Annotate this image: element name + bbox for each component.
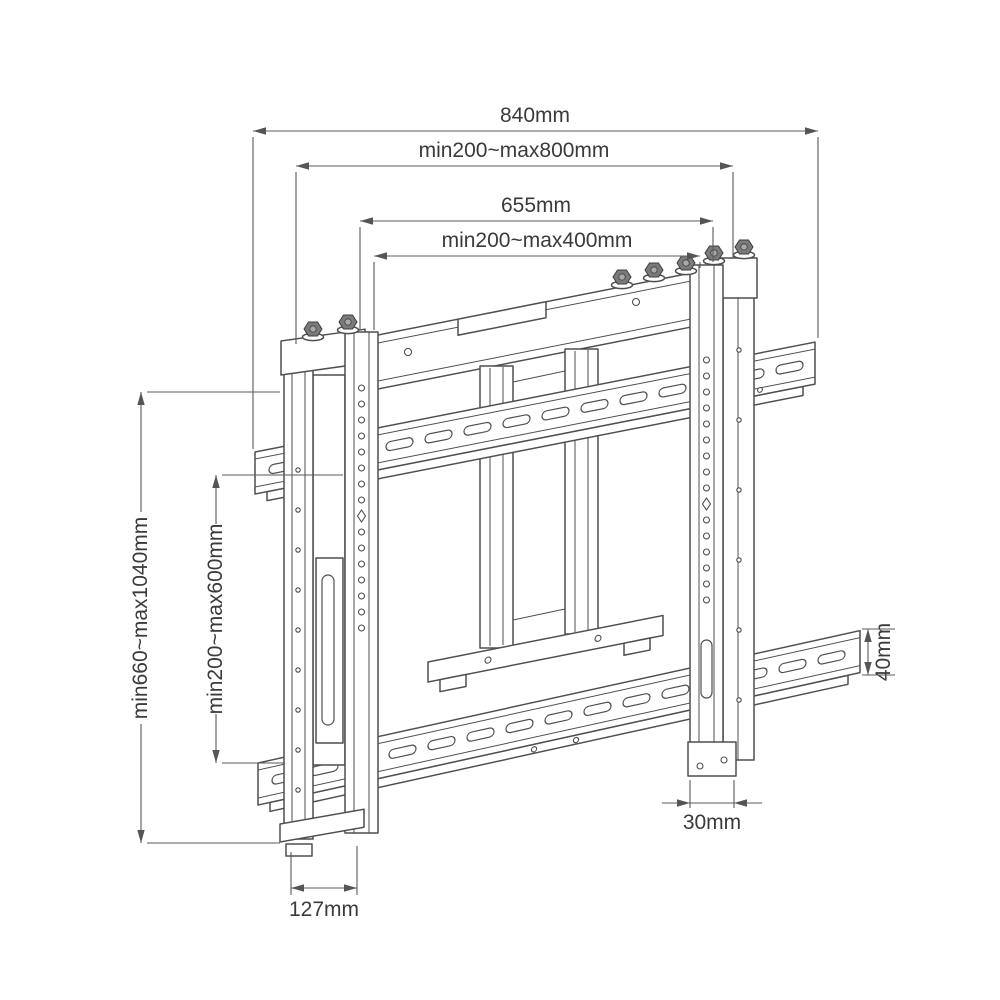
dim-label-840: 840mm	[500, 104, 570, 127]
dim-label-400: min200~max400mm	[442, 229, 633, 252]
dim-label-30: 30mm	[683, 811, 741, 834]
center-assembly	[362, 269, 704, 693]
dimension-width-vesa: min200~max400mm	[373, 229, 701, 330]
right-upright-assembly	[687, 257, 758, 777]
dimension-width-outer: 840mm	[252, 104, 819, 449]
dimension-width-wall-pattern: min200~max800mm	[295, 139, 734, 344]
dimension-rail-height: 40mm	[862, 623, 895, 681]
dim-label-655: 655mm	[501, 194, 571, 217]
dim-label-800: min200~max800mm	[419, 139, 610, 162]
dimension-depth: 127mm	[289, 846, 359, 921]
dimension-height-outer: min660~max1040mm	[129, 391, 280, 844]
dimension-width-rail: 655mm	[359, 194, 714, 330]
dim-label-127: 127mm	[289, 898, 359, 921]
dim-label-1040: min660~max1040mm	[129, 517, 152, 720]
left-upright-assembly	[279, 328, 379, 857]
dimension-foot-width: 30mm	[662, 780, 762, 834]
dim-label-40: 40mm	[872, 623, 895, 681]
dim-label-600: min200~max600mm	[204, 524, 227, 715]
dimension-height-vesa: min200~max600mm	[204, 474, 343, 764]
